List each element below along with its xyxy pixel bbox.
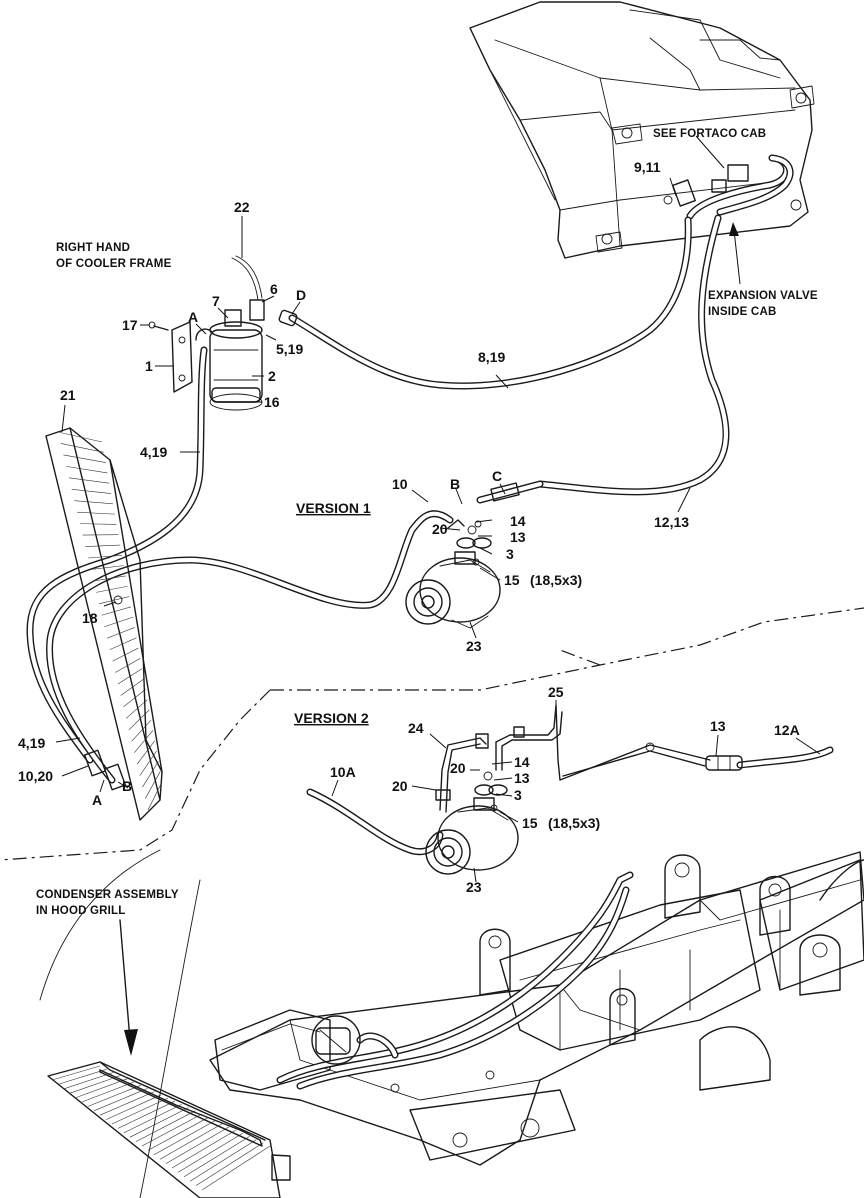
caption-expansion-valve-line1: EXPANSION VALVE	[708, 290, 818, 302]
caption-see-fortaco-cab: SEE FORTACO CAB	[653, 128, 766, 140]
callout-21: 21	[60, 387, 76, 403]
callout-12a: 12A	[774, 722, 800, 738]
callout-18: 18	[82, 610, 98, 626]
callout-13-v2: 13	[514, 770, 530, 786]
callout-3-v1: 3	[506, 546, 514, 562]
callout-23-v2: 23	[466, 879, 482, 895]
callout-5-19: 5,19	[276, 341, 303, 357]
hose-10a	[306, 788, 444, 856]
condenser-arrow	[119, 919, 138, 1056]
callout-24: 24	[408, 720, 424, 736]
callout-20-v2b: 20	[450, 760, 466, 776]
callout-22: 22	[234, 199, 250, 215]
callout-10: 10	[392, 476, 408, 492]
cab-outline	[469, 1, 815, 259]
callout-7: 7	[212, 293, 220, 309]
callout-4-19-top: 4,19	[140, 444, 167, 460]
pipe-25	[495, 704, 711, 781]
callout-d: D	[296, 287, 306, 303]
compressor-23-v2	[425, 771, 519, 875]
chassis-ac-lines	[276, 871, 634, 1093]
callout-8-19: 8,19	[478, 349, 505, 365]
callout-16: 16	[264, 394, 280, 410]
callout-15-v1: 15	[504, 572, 520, 588]
hose-22	[231, 255, 263, 301]
caption-right-hand-line2: OF COOLER FRAME	[56, 258, 172, 270]
caption-condenser-line1: CONDENSER ASSEMBLY	[36, 889, 179, 901]
callout-b-bot: B	[122, 778, 132, 794]
callout-14-v1: 14	[510, 513, 526, 529]
receiver-drier	[148, 299, 298, 411]
version-2-heading: VERSION 2	[294, 710, 369, 726]
callout-17: 17	[122, 317, 138, 333]
callout-a-bot: A	[92, 792, 102, 808]
callout-15-v1-size: (18,5x3)	[530, 572, 582, 588]
callout-c: C	[492, 468, 502, 484]
hose-12-13	[536, 214, 730, 496]
version-1-heading: VERSION 1	[296, 500, 371, 516]
callout-b-v1: B	[450, 476, 460, 492]
caption-condenser-line2: IN HOOD GRILL	[36, 905, 126, 917]
callout-9-11: 9,11	[634, 159, 661, 175]
hose-8-19	[288, 216, 692, 390]
divider-lines	[0, 607, 864, 861]
callout-a-top: A	[188, 309, 198, 325]
callout-13-v2-top: 13	[710, 718, 726, 734]
callout-10a: 10A	[330, 764, 356, 780]
caption-right-hand-line1: RIGHT HAND	[56, 242, 130, 254]
cab-fittings	[663, 154, 794, 220]
callout-1: 1	[145, 358, 153, 374]
callout-4-19-bot: 4,19	[18, 735, 45, 751]
callout-20-v2a: 20	[392, 778, 408, 794]
callout-23-v1: 23	[466, 638, 482, 654]
callout-10-20: 10,20	[18, 768, 53, 784]
callout-25: 25	[548, 684, 564, 700]
hood-grill	[39, 849, 291, 1198]
version-headings: VERSION 1 VERSION 2	[294, 500, 371, 726]
callout-12-13: 12,13	[654, 514, 689, 530]
callout-numbers: 22 6 D 7 A 17 1 5,19 2 16 21 4,19 8,19 9…	[18, 159, 800, 895]
callout-14-v2: 14	[514, 754, 530, 770]
callout-6: 6	[270, 281, 278, 297]
hose-4-19	[26, 346, 208, 764]
callout-13-v1: 13	[510, 529, 526, 545]
callout-3-v2: 3	[514, 787, 522, 803]
callout-20-v1: 20	[432, 521, 448, 537]
caption-expansion-valve-line2: INSIDE CAB	[708, 306, 776, 318]
condenser-21	[45, 427, 163, 821]
captions: RIGHT HAND OF COOLER FRAME SEE FORTACO C…	[36, 128, 818, 917]
leader-lines	[55, 135, 821, 883]
callout-15-v2: 15	[522, 815, 538, 831]
hose-10-v1	[46, 510, 454, 784]
chassis-frame	[209, 851, 864, 1166]
compressor-23-v1	[405, 519, 501, 629]
hose-12a	[705, 746, 834, 771]
pipe-24	[435, 733, 489, 813]
callout-15-v2-size: (18,5x3)	[548, 815, 600, 831]
hose-c-fitting	[476, 480, 544, 504]
callout-2: 2	[268, 368, 276, 384]
condenser-fittings	[83, 595, 127, 791]
